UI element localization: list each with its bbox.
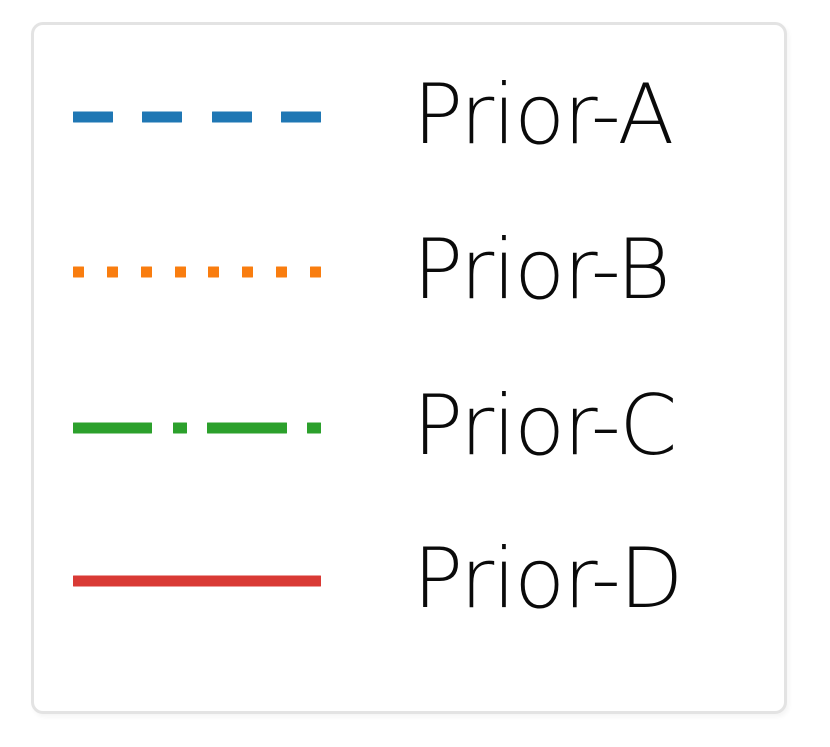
line-segment xyxy=(208,266,220,278)
line-segment xyxy=(73,111,113,123)
legend-swatch-prior-d xyxy=(73,521,363,641)
legend-entry-prior-d[interactable]: Prior-D xyxy=(34,521,784,641)
legend-swatch-prior-c xyxy=(73,368,363,488)
legend-entry-prior-c[interactable]: Prior-C xyxy=(34,368,784,488)
legend-label-prior-b: Prior-B xyxy=(413,220,671,318)
line-segment xyxy=(73,266,84,278)
legend-label-prior-a: Prior-A xyxy=(413,65,674,163)
line-segment xyxy=(106,266,118,278)
line-segment xyxy=(140,266,152,278)
line-segment xyxy=(73,575,321,587)
solid-line-icon xyxy=(73,575,321,587)
line-segment xyxy=(276,266,288,278)
legend-label-prior-c: Prior-C xyxy=(413,376,677,474)
dashed-line-icon xyxy=(73,111,321,123)
line-segment xyxy=(281,111,321,123)
legend-entry-prior-a[interactable]: Prior-A xyxy=(34,57,784,177)
line-segment xyxy=(207,422,287,434)
legend-swatch-prior-b xyxy=(73,212,363,332)
line-segment xyxy=(211,111,252,123)
line-segment xyxy=(142,111,183,123)
line-segment xyxy=(73,422,153,434)
line-segment xyxy=(310,266,321,278)
dotted-line-icon xyxy=(73,266,321,278)
line-segment xyxy=(307,422,321,434)
legend-swatch-prior-a xyxy=(73,57,363,177)
dash-dot-line-icon xyxy=(73,422,321,434)
line-segment xyxy=(242,266,254,278)
legend-frame: Prior-A Prior-B Prior-C Prior-D xyxy=(31,22,787,714)
legend-label-prior-d: Prior-D xyxy=(413,529,683,627)
line-segment xyxy=(174,266,186,278)
legend-entry-prior-b[interactable]: Prior-B xyxy=(34,212,784,332)
line-segment xyxy=(173,422,187,434)
